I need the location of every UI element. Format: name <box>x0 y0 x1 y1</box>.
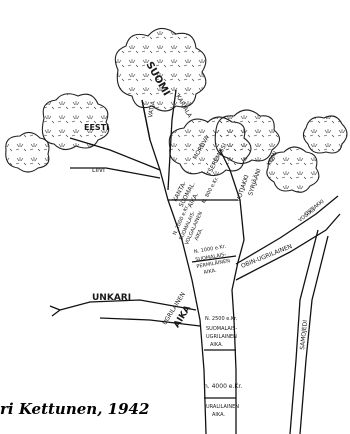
foliage-right <box>303 116 347 153</box>
era-permilainen-line-3: AIKA. <box>203 268 217 276</box>
foliage-eesti <box>42 94 108 150</box>
samojedi-branch <box>290 230 328 434</box>
foliage-left <box>6 132 49 172</box>
era-uralilainen-line-2: AIKA. <box>212 412 225 418</box>
author-credit: ri Kettunen, 1942 <box>0 400 149 418</box>
foliage-suomi <box>115 28 206 111</box>
era-suomalaisugrilainen: N. 2500 e.Kr. SUOMALAIS- UGRILAINEN AIKA… <box>205 316 238 348</box>
unkari-arrow <box>50 306 60 316</box>
era-uralilainen-date: n. 4000 e.Kr. <box>204 383 242 390</box>
era-uralilainen-line-1: URALILAINEN <box>206 404 239 410</box>
era-suomalaisugrilainen-line-2: UGRILAINEN <box>206 334 237 340</box>
era-suomalaisugrilainen-date: N. 2500 e.Kr. <box>205 316 238 322</box>
era-permilainen: N. 1000 e.Kr. SUOMALAIS- PERMILÄINEN AIK… <box>193 243 231 277</box>
era-ugrilainen: UGRILAINEN AIKA <box>161 291 198 333</box>
era-suomalaisvolgalainen: N. 2000 e.Kr. SUOMALAIS- VOLGALAINEN AIK… <box>170 204 211 249</box>
foliage <box>6 28 347 192</box>
label-liivi: LIIVI <box>92 167 105 174</box>
obin-branch <box>236 196 340 280</box>
label-syrjaani: SYRJÄÄNI <box>247 168 262 197</box>
era-suomalaisugrilainen-line-3: AIKA. <box>210 342 223 348</box>
era-suomalaisugrilainen-line-1: SUOMALAIS- <box>206 326 237 332</box>
label-unkari: UNKARI <box>92 293 131 303</box>
label-eesti: EESTI <box>84 123 109 132</box>
